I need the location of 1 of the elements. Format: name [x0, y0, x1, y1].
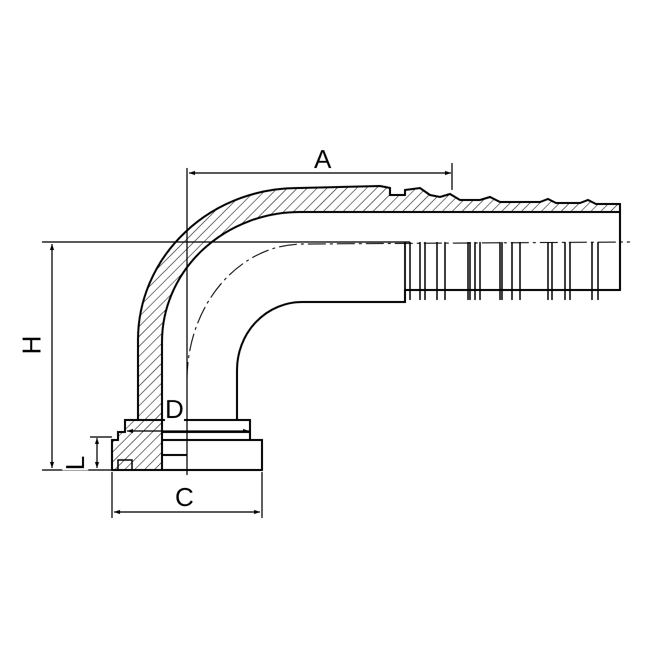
dimension-label: L [62, 456, 88, 470]
